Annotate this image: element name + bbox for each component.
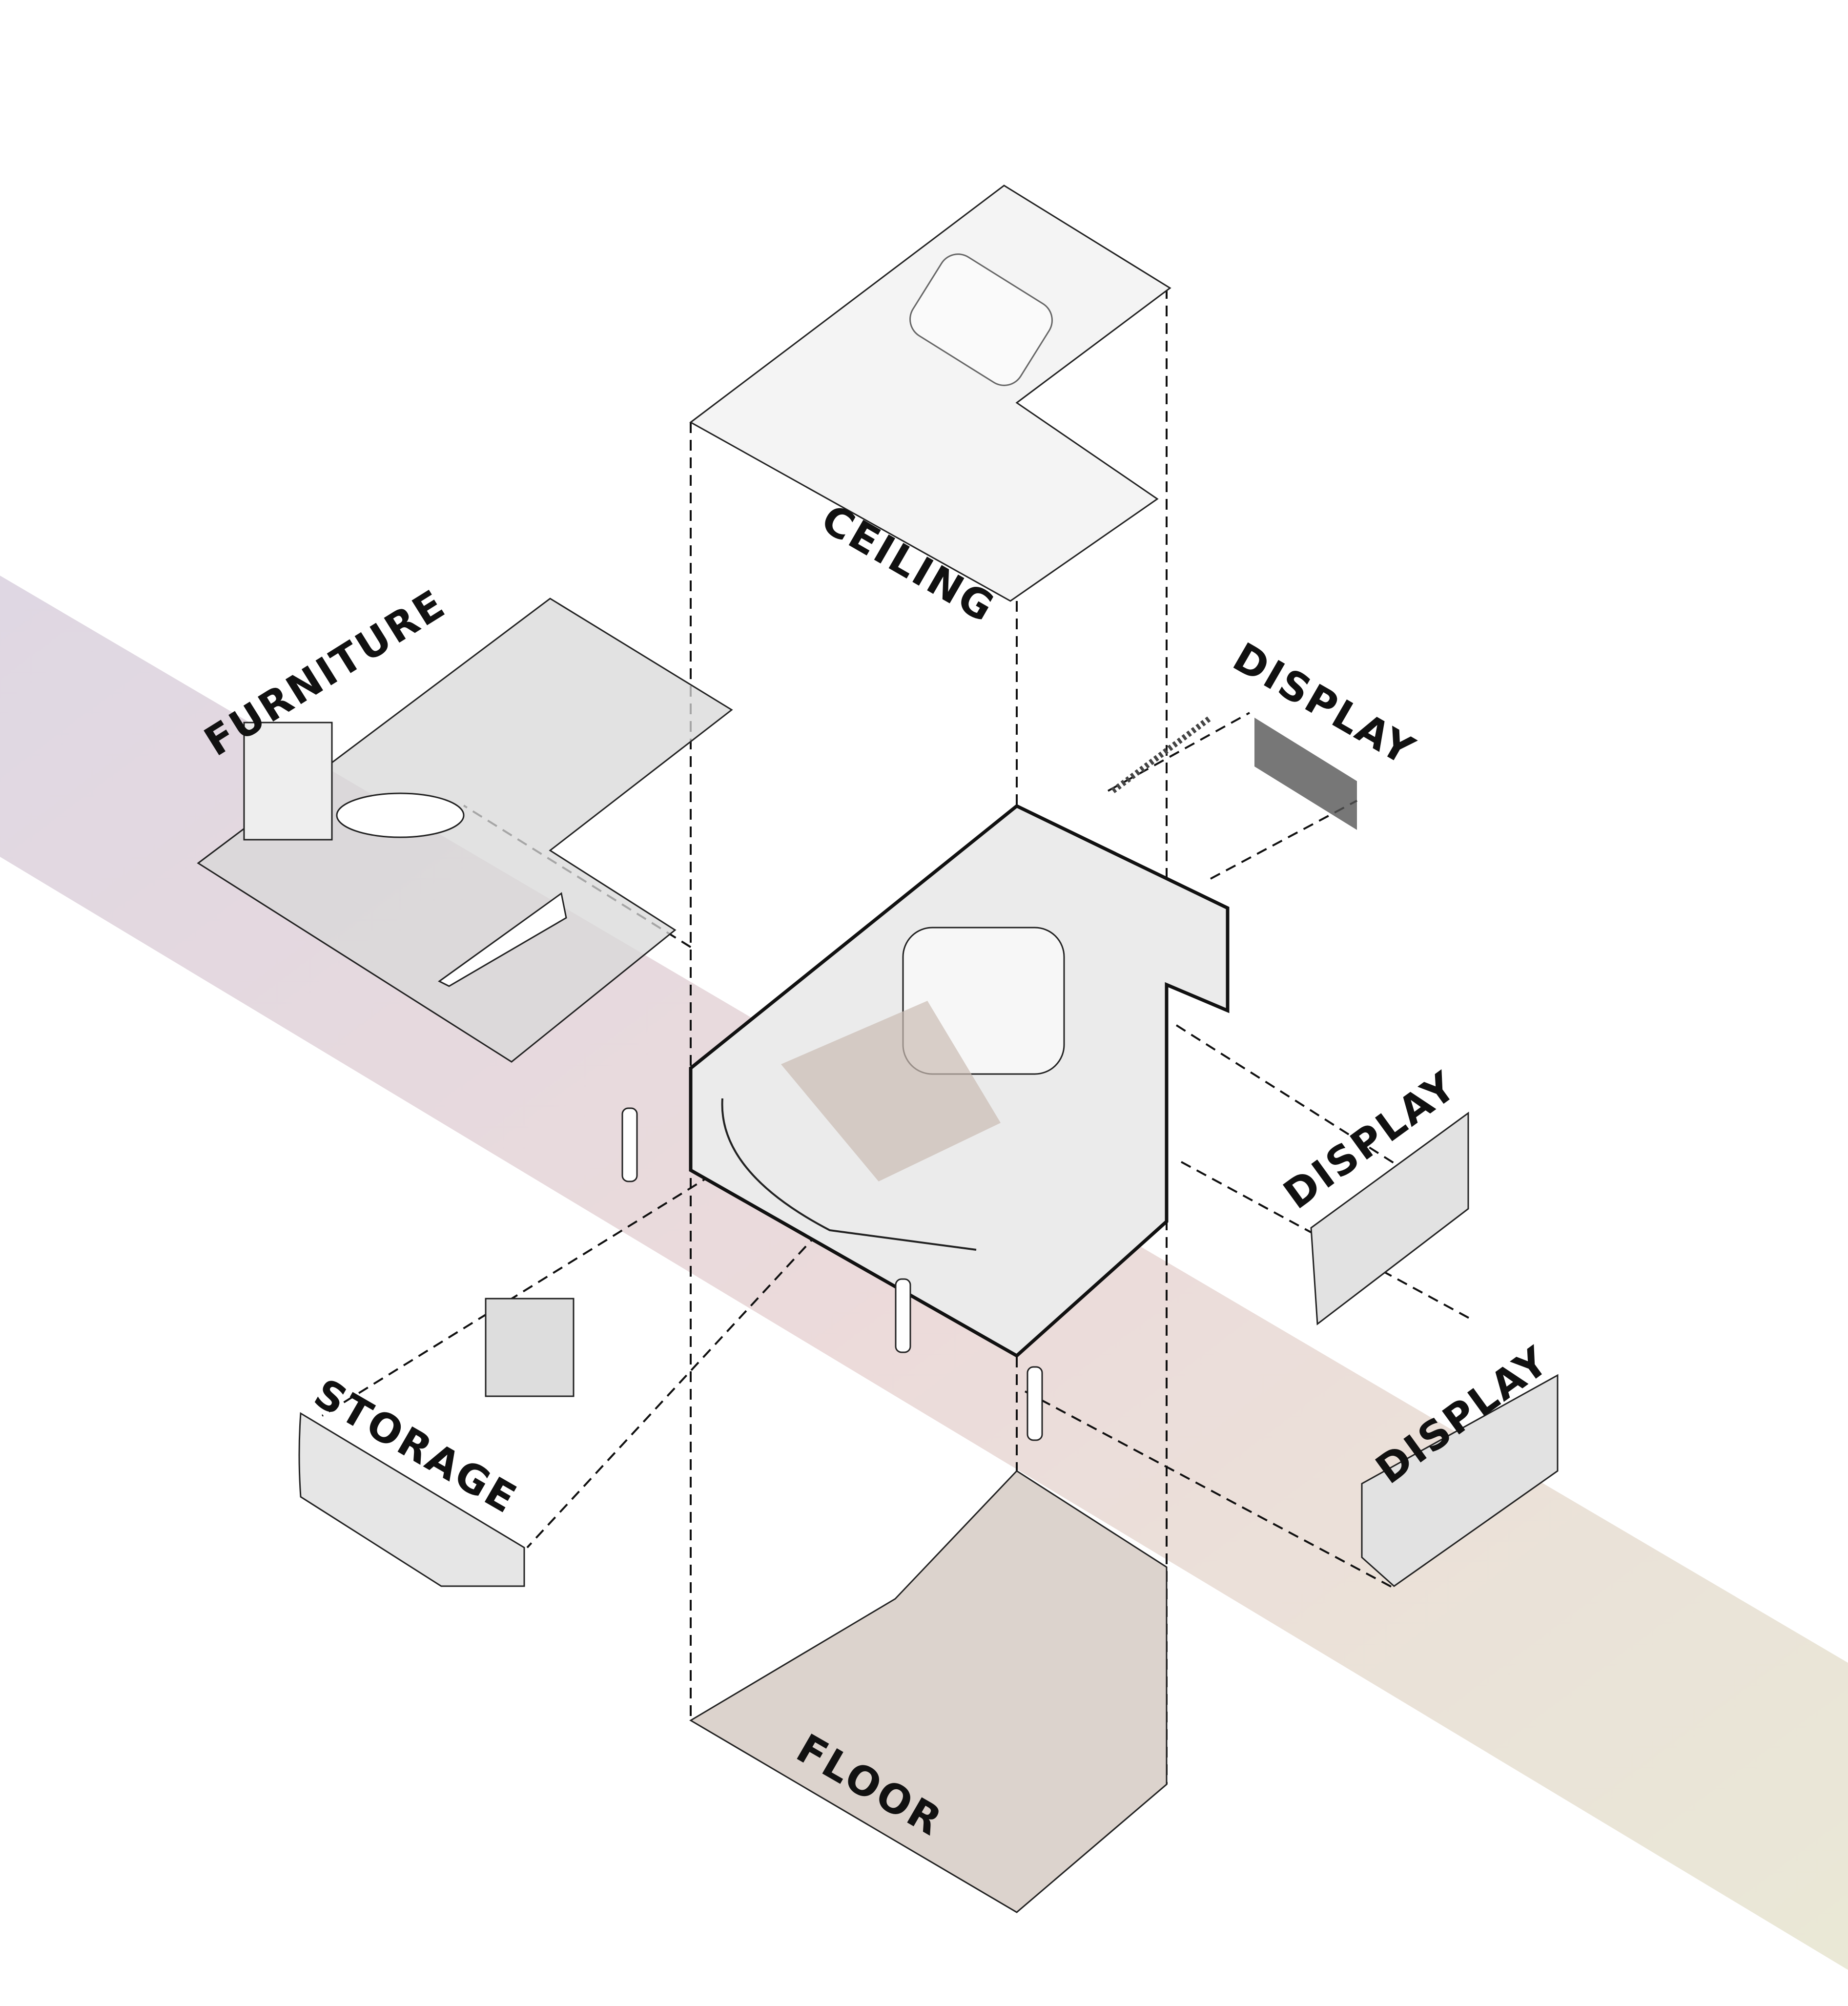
interior-floor [781, 1001, 1001, 1181]
person-figures [621, 1107, 1043, 1441]
display-wall-bottom [1361, 1374, 1559, 1587]
furniture-plane [197, 598, 733, 1063]
display-pegs [1111, 715, 1212, 793]
storage-counter [298, 1412, 525, 1587]
ceiling-slab [689, 185, 1171, 602]
floor-slab [689, 1470, 1168, 1913]
curved-partition [721, 1098, 977, 1251]
ceiling-skylight [909, 253, 1053, 386]
display-grid-panel [1254, 718, 1357, 830]
furniture-sofa [336, 792, 465, 838]
display-wall-middle [1310, 1112, 1469, 1325]
furniture-reception-desk [438, 892, 567, 987]
furniture-shelving [243, 722, 333, 841]
storage-cabinet [485, 1298, 575, 1397]
